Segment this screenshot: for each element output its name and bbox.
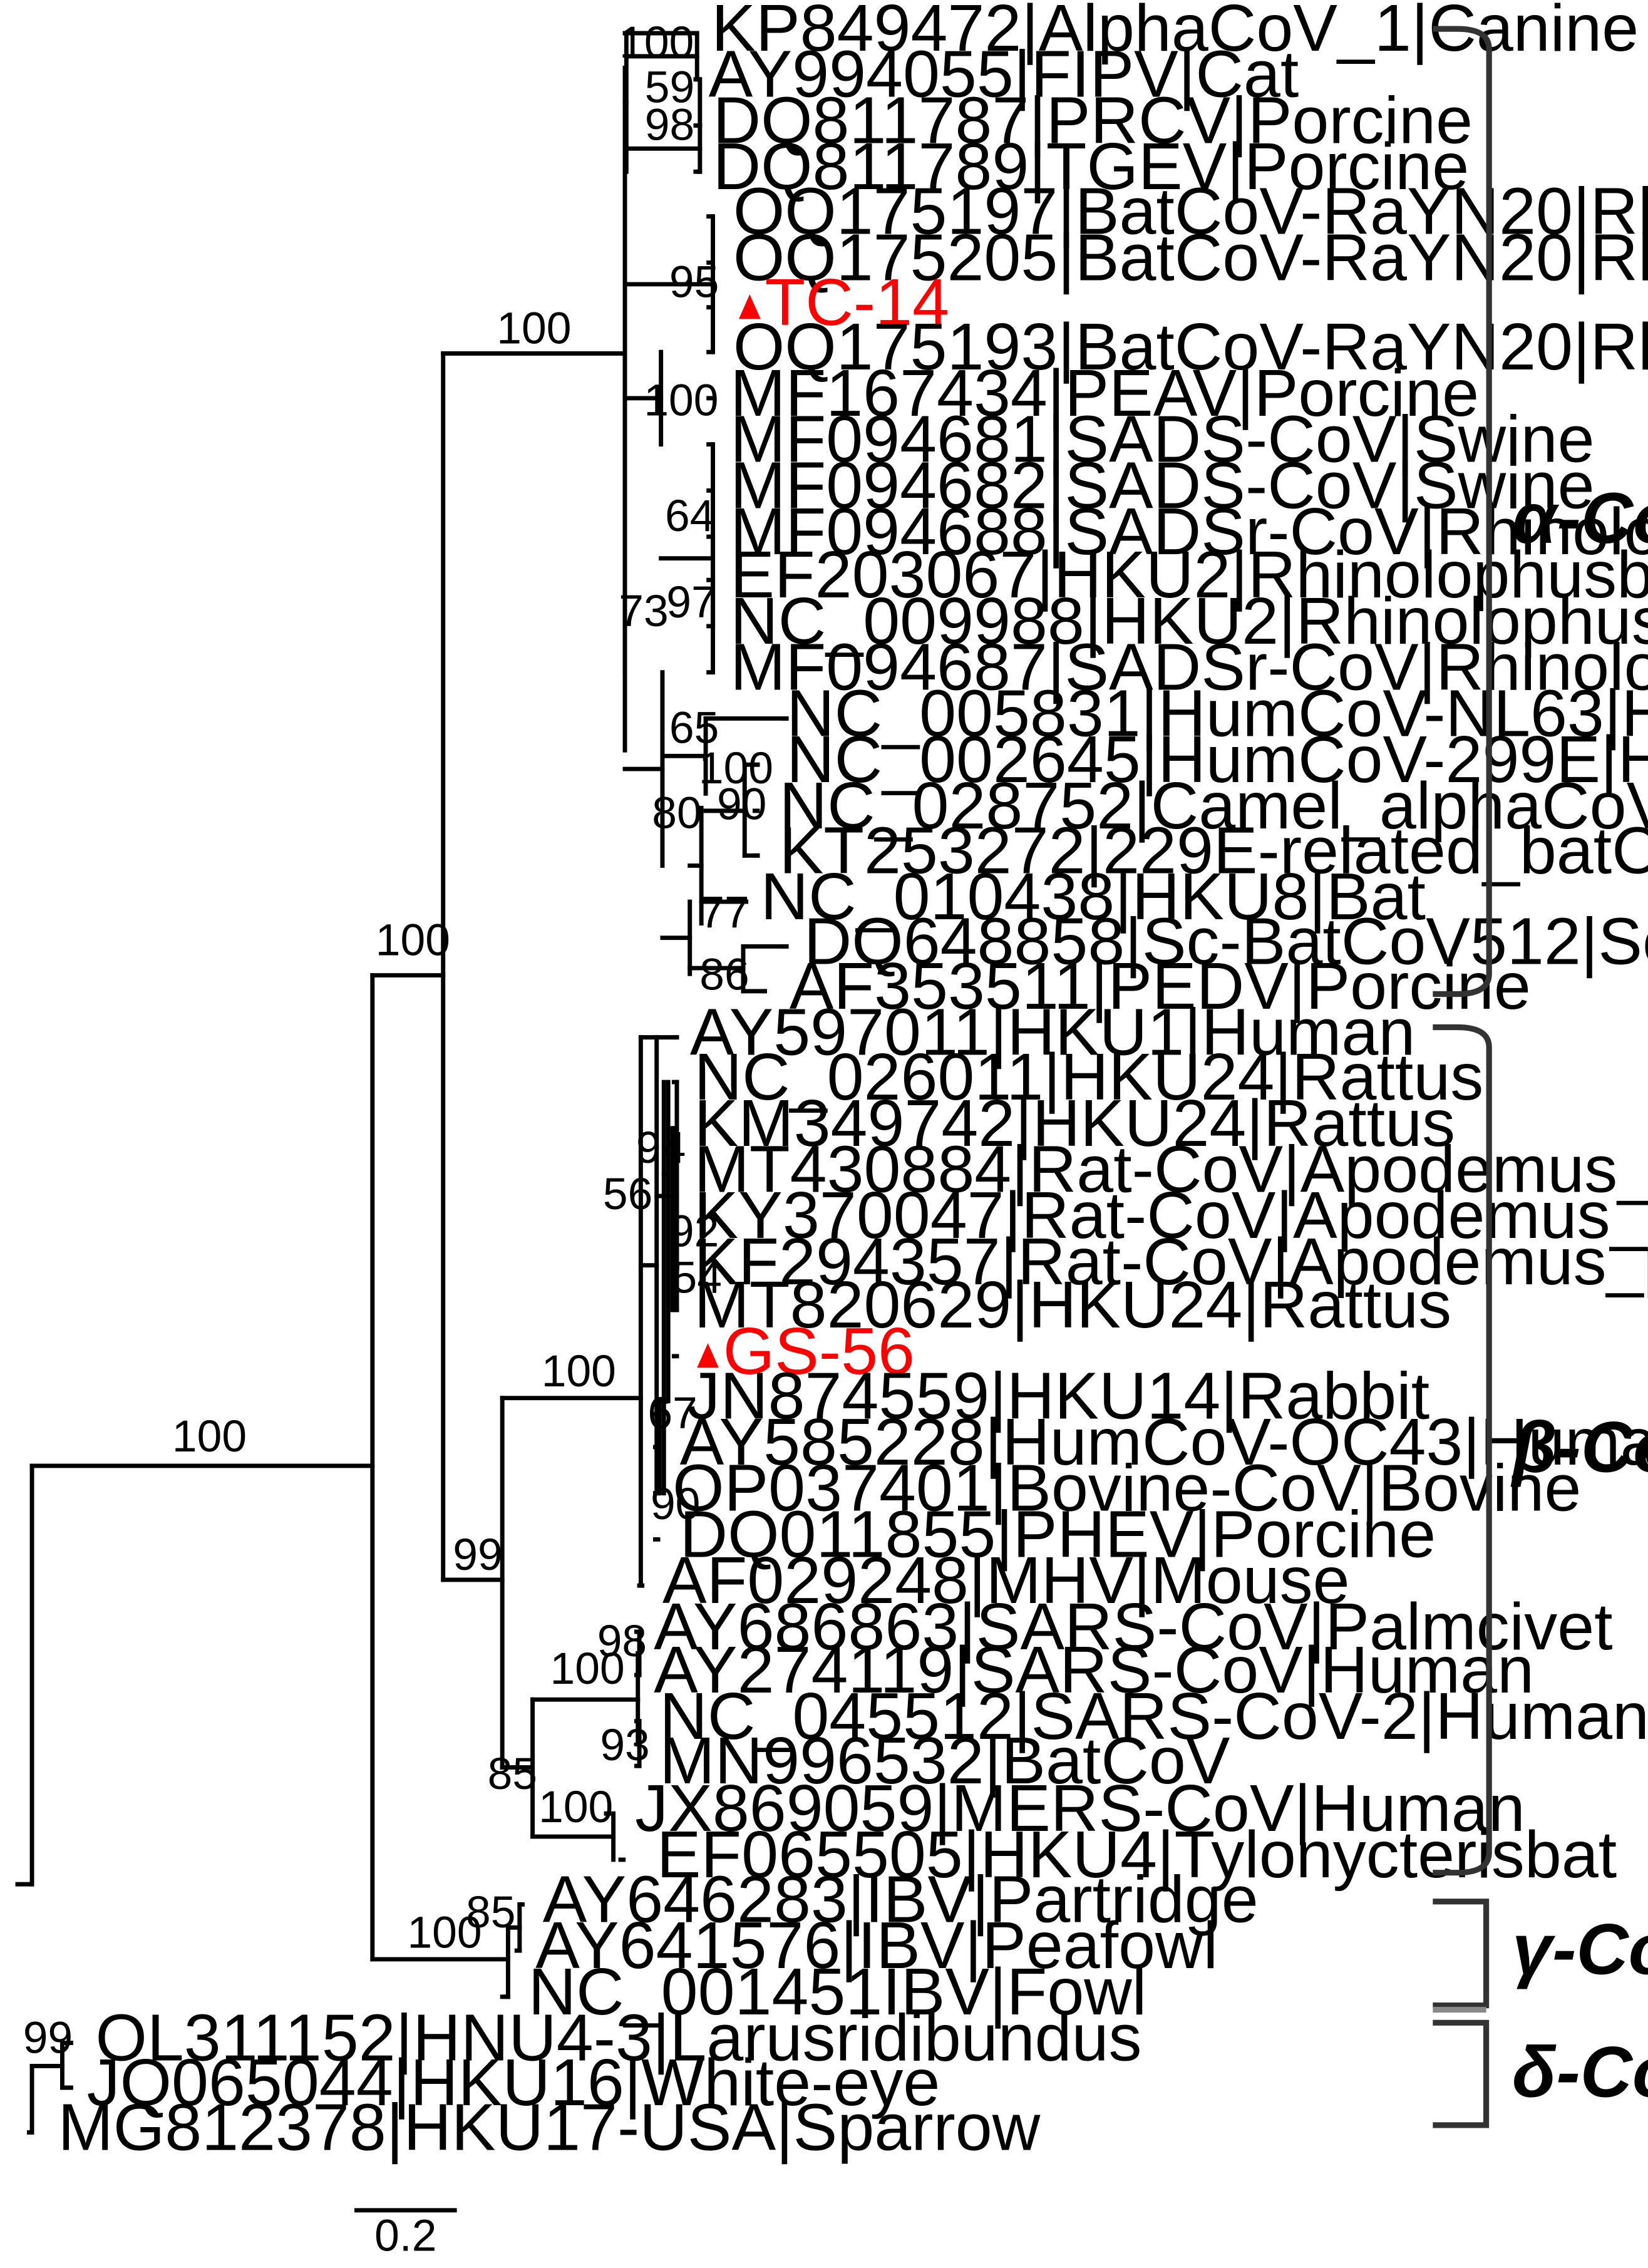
bootstrap-value: 100 (376, 915, 450, 965)
leaf-label: JQ065044|HKU16|White-eye (87, 2046, 940, 2120)
leaf-label: OP037401|Bovine-CoV|Bovine (672, 1451, 1581, 1525)
bootstrap-value: 56 (603, 1169, 652, 1219)
scale-bar: 0.2 (354, 2208, 457, 2260)
bootstrap-value: 100 (538, 1782, 613, 1832)
leaf-label: NC_005831|HumCoV-NL63|Human (786, 676, 1648, 750)
bootstrap-value: 100 (542, 1346, 616, 1396)
alpha-cov-bracket (1433, 26, 1492, 997)
bootstrap-support-values: 1005998951001006497736510090807786100945… (23, 18, 773, 2063)
leaf-label: AY994055|FIPV|Cat (709, 38, 1299, 111)
leaf-label: MF167434|PEAV|Porcine (730, 356, 1479, 430)
clade-label-gamma-cov: γ-CoV (1512, 1909, 1648, 1989)
leaf-label: JX869059|MERS-CoV|Human (635, 1771, 1525, 1845)
leaf-label: NC_010438|HKU8|Bat (761, 860, 1426, 934)
bootstrap-value: 100 (407, 1907, 482, 1957)
bootstrap-value: 85 (466, 1887, 515, 1937)
leaf-label: OQ175197|BatCoV-RaYN20|Rhinolophus affni… (733, 175, 1648, 249)
clade-label-delta-cov: δ-CoV (1512, 2032, 1648, 2112)
leaf-label: EF203067|HKU2|Rhinolophusbat (730, 538, 1648, 612)
bootstrap-value: 77 (699, 888, 749, 938)
leaf-label: KT253272|229E-related_batCoV|Bat (780, 813, 1648, 887)
leaf-label: NC_002645|HumCoV-299E|Human (786, 723, 1648, 796)
bootstrap-value: 73 (619, 586, 668, 636)
bootstrap-value: 99 (453, 1530, 502, 1580)
bootstrap-value: 90 (651, 1479, 700, 1529)
bootstrap-value: 59 (645, 63, 694, 113)
bootstrap-value: 65 (669, 703, 719, 753)
leaf-label: MG812378|HKU17-USA|Sparrow (58, 2090, 1041, 2164)
bootstrap-value: 67 (647, 1388, 697, 1438)
leaf-labels: KP849472|AlphaCoV_1|CanineAY994055|FIPV|… (58, 0, 1648, 2164)
highlight-triangle-icon (739, 294, 761, 319)
leaf-label-highlighted: GS-56 (723, 1314, 915, 1388)
leaf-label: NC_009988|HKU2|Rhinolophusbat (730, 584, 1648, 658)
bootstrap-value: 99 (23, 2013, 73, 2063)
leaf-label: DQ811789|TGEV|Porcine (713, 130, 1470, 204)
leaf-label: NC_026011|HKU24|Rattus (694, 1040, 1484, 1114)
bootstrap-value: 100 (550, 1644, 625, 1694)
gamma-cov-bracket (1433, 1899, 1490, 2009)
leaf-label: DQ648858|Sc-BatCoV512|Scotophilusbat (804, 904, 1648, 978)
tree-branches (15, 31, 789, 2135)
leaf-label: AF029248|MHV|Mouse (662, 1544, 1350, 1617)
leaf-label: MT820629|HKU24|Rattus (694, 1268, 1452, 1342)
bootstrap-value: 100 (497, 303, 571, 353)
bootstrap-value: 80 (652, 788, 701, 838)
bootstrap-value: 95 (669, 257, 719, 307)
bootstrap-value: 100 (619, 18, 694, 68)
leaf-label: AF353511|PEDV|Porcine (790, 949, 1531, 1023)
clade-brackets: α-CoV β-CoV γ-CoV δ-CoV (1433, 26, 1648, 2128)
leaf-label: MF094688|SADSr-CoV|Rhinolophusbat (730, 495, 1648, 569)
bootstrap-value: 86 (699, 950, 749, 1000)
clade-label-alpha-cov: α-CoV (1512, 478, 1648, 559)
leaf-label: DQ011855|PHEV|Porcine (680, 1497, 1436, 1571)
leaf-label: MF094687|SADSr-CoV|Rhinolophusbat (730, 631, 1648, 704)
bootstrap-value: 98 (597, 1616, 647, 1666)
leaf-label: NC_028752|Camel_alphaCoV|Camel (780, 769, 1648, 843)
leaf-label: MF094681|SADS-CoV|Swine (730, 403, 1594, 477)
bootstrap-value: 100 (172, 1411, 247, 1461)
leaf-label: NC_045512|SARS-CoV-2|Human (659, 1679, 1648, 1753)
leaf-label: JN874559|HKU14|Rabbit (687, 1359, 1429, 1433)
leaf-label: AY274119|SARS-CoV|Human (654, 1633, 1534, 1707)
leaf-label: AY597011|HKU1|Human (690, 996, 1416, 1070)
delta-cov-bracket (1433, 2019, 1490, 2128)
leaf-label: MN996532|BatCoV (659, 1724, 1230, 1798)
bootstrap-value: 92 (669, 1207, 719, 1257)
clade-label-beta-cov: β-CoV (1510, 1408, 1648, 1488)
beta-cov-bracket (1433, 1024, 1492, 1876)
leaf-label: EF065505|HKU4|Tylonycterisbat (657, 1818, 1617, 1892)
bootstrap-value: 100 (644, 376, 718, 426)
leaf-label: AY646283|IBV|Partridge (543, 1862, 1259, 1936)
bootstrap-value: 54 (672, 1252, 722, 1302)
bootstrap-value: 94 (636, 1123, 686, 1173)
bootstrap-value: 90 (717, 780, 766, 830)
highlight-triangle-icon (697, 1343, 719, 1368)
leaf-label: MF094682|SADS-CoV|Swine (730, 448, 1594, 522)
bootstrap-value: 98 (645, 100, 694, 150)
bootstrap-value: 93 (600, 1720, 649, 1770)
leaf-label: KM349742|HKU24|Rattus (694, 1086, 1455, 1160)
leaf-label: OL311152|HNU4-3|Larusridibundus (95, 2001, 1141, 2075)
leaf-label: DQ811787|PRCV|Porcine (713, 83, 1473, 157)
scale-bar-label: 0.2 (374, 2210, 436, 2260)
bootstrap-value: 100 (699, 743, 773, 793)
leaf-label: AY641576|IBV|Peafowl (535, 1909, 1218, 1982)
leaf-label: NC_001451IBV|Fowl (528, 1955, 1147, 2029)
leaf-label-highlighted: TC-14 (765, 265, 949, 339)
bootstrap-value: 85 (488, 1749, 537, 1799)
bootstrap-value: 97 (666, 577, 716, 627)
leaf-label: AY686863|SARS-CoV|Palmcivet (654, 1590, 1612, 1664)
bootstrap-value: 64 (665, 491, 714, 541)
leaf-label: OQ175205|BatCoV-RaYN20|Rhinolophus affni… (733, 220, 1648, 294)
leaf-label: OQ175193|BatCoV-RaYN20|Rhinolophus affni… (733, 310, 1648, 384)
